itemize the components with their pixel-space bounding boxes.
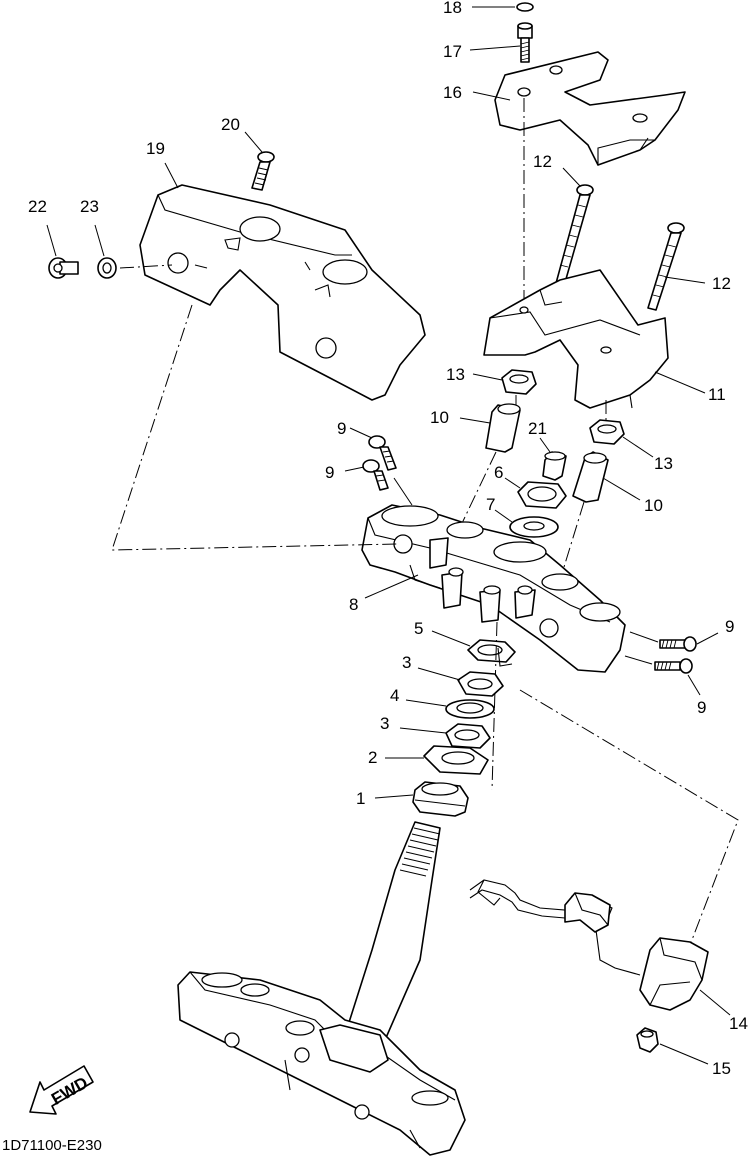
callout-19: 19 [146,139,165,158]
part-17-bolt [469,22,533,63]
callout-16: 16 [443,83,462,102]
callout-22: 22 [28,197,47,216]
callout-9-right-lower: 9 [697,698,706,717]
part-15-nut [636,1027,709,1065]
callout-1: 1 [356,789,365,808]
part-18-cap [472,2,534,12]
part-12-bolt-b [647,222,706,311]
part-16-handlebar-holder-upper [472,51,686,166]
callout-5: 5 [414,619,423,638]
part-2-bearing-cover [385,745,489,775]
callout-11: 11 [708,385,726,404]
callout-23: 23 [80,197,99,216]
part-11-handlebar-holder-lower [483,269,706,409]
part-19-handlebar-cover [139,162,426,401]
part-10-collar-a [453,403,521,541]
steering-stem-lower-bracket [177,821,466,1156]
callout-9-second: 9 [325,463,334,482]
callout-18: 18 [443,0,462,17]
part-20-screw [244,131,275,191]
callout-15: 15 [712,1059,731,1078]
part-9-bolt-d [624,655,701,696]
part-9-bolt-a [349,427,397,471]
callout-3-lower: 3 [380,714,389,733]
part-10-collar-b [559,451,641,581]
callout-9-right-upper: 9 [725,617,734,636]
callout-17: 17 [443,42,462,61]
callout-labels: 18 17 16 20 19 12 22 23 12 13 11 10 9 21… [28,0,748,1078]
callout-12-right: 12 [712,274,731,293]
callout-8: 8 [349,595,358,614]
part-3-ring-nut-a [417,667,504,697]
part-3-ring-nut-b [399,723,491,749]
part-4-washer [405,699,495,719]
part-1-bearing [374,781,469,817]
callout-3-upper: 3 [402,653,411,672]
part-9-bolt-c [629,631,719,652]
diagram-code: 1D71100-E230 [2,1137,102,1154]
part-21-collar [539,437,567,481]
callout-13-right: 13 [654,454,673,473]
callout-12-top: 12 [533,152,552,171]
callout-10-right: 10 [644,496,663,515]
part-7-washer [494,509,559,538]
part-22-bolt [46,224,79,279]
part-6-nut [504,477,567,509]
callout-2: 2 [368,748,377,767]
callout-13-left: 13 [446,365,465,384]
callout-20: 20 [221,115,240,134]
callout-9-top: 9 [337,419,346,438]
part-13-nut-b [589,419,654,458]
callout-4: 4 [390,686,399,705]
part-9-bolt-b [344,459,413,506]
part-8-upper-bracket [361,504,626,673]
part-5-lock-washer [431,630,516,667]
part-23-washer [94,224,173,279]
part-13-nut-a [472,369,537,395]
fwd-direction-arrow: FWD [29,1065,94,1115]
part-14-sensor-stay [469,879,731,1016]
callout-14: 14 [729,1014,748,1033]
callout-10-left: 10 [430,408,449,427]
callout-6: 6 [494,463,503,482]
callout-7: 7 [486,495,495,514]
callout-21: 21 [528,419,547,438]
